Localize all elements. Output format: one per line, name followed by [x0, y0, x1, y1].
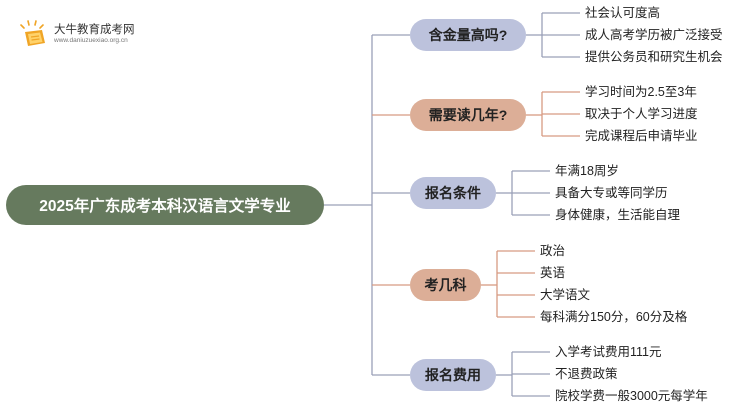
leaf-subjects-4: 每科满分150分，60分及格: [540, 310, 688, 324]
leaf-subjects-1: 政治: [540, 244, 566, 258]
leaf-subjects-2: 英语: [540, 266, 566, 280]
leaf-requirements-2: 具备大专或等同学历: [555, 186, 668, 200]
leaf-duration-3: 完成课程后申请毕业: [585, 129, 698, 143]
leaf-subjects-3: 大学语文: [540, 288, 591, 302]
branch-value[interactable]: 含金量高吗?: [410, 19, 526, 51]
leaf-requirements-3: 身体健康，生活能自理: [555, 208, 681, 222]
leaf-value-1: 社会认可度高: [585, 6, 661, 20]
leaf-fees-2: 不退费政策: [555, 367, 618, 381]
leaf-duration-2: 取决于个人学习进度: [585, 107, 698, 121]
logo-url: www.daniuzuexiao.org.cn: [54, 37, 128, 44]
branch-duration[interactable]: 需要读几年?: [410, 99, 526, 131]
root-node[interactable]: 2025年广东成考本科汉语言文学专业: [6, 185, 324, 225]
leaf-requirements-1: 年满18周岁: [555, 164, 619, 178]
leaf-value-2: 成人高考学历被广泛接受: [585, 28, 723, 42]
leaf-fees-3: 院校学费一般3000元每学年: [555, 389, 708, 403]
branch-subjects[interactable]: 考几科: [410, 269, 481, 301]
graduation-book-icon: [20, 20, 45, 46]
site-logo: 大牛教育成考网 www.daniuzuexiao.org.cn: [18, 20, 168, 50]
leaf-duration-1: 学习时间为2.5至3年: [585, 85, 697, 99]
logo-name: 大牛教育成考网: [54, 24, 135, 36]
leaf-fees-1: 入学考试费用111元: [555, 345, 662, 359]
branch-requirements[interactable]: 报名条件: [410, 177, 496, 209]
leaf-value-3: 提供公务员和研究生机会: [585, 50, 723, 64]
branch-fees[interactable]: 报名费用: [410, 359, 496, 391]
